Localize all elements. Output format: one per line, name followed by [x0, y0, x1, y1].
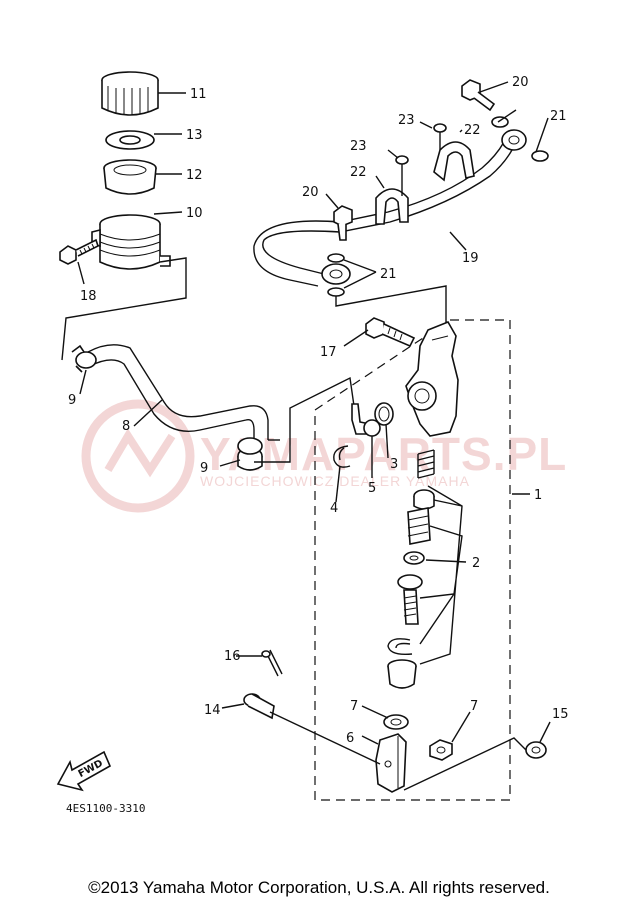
label-3: 3	[390, 457, 398, 472]
watermark: YAMAPARTS.PL WOJCIECHOWICZ DEALER YAMAHA	[81, 399, 566, 513]
label-1: 1	[534, 488, 542, 503]
label-7-left: 7	[350, 699, 358, 714]
label-23-left: 23	[350, 139, 367, 154]
label-9-bottom: 9	[200, 461, 208, 476]
leader-washer-to-clevis	[403, 737, 527, 791]
label-10: 10	[186, 206, 203, 221]
label-19: 19	[462, 251, 479, 266]
label-22-left: 22	[350, 165, 367, 180]
copyright-notice: ©2013 Yamaha Motor Corporation, U.S.A. A…	[88, 878, 550, 897]
label-21-lower: 21	[380, 267, 397, 282]
banjo-fitting-lower	[321, 253, 351, 297]
leader-pin-to-clevis	[269, 711, 381, 765]
hose-8	[87, 344, 269, 446]
fwd-arrow-icon: FWD	[56, 750, 112, 792]
connector-hose-to-cylinder	[335, 285, 447, 330]
label-6: 6	[346, 731, 354, 746]
reservoir-cap	[101, 71, 159, 116]
clamp-9-top	[71, 344, 97, 373]
label-14: 14	[204, 703, 221, 718]
reservoir-tank	[91, 214, 171, 270]
label-16: 16	[224, 649, 241, 664]
screw-23-right	[433, 123, 447, 150]
push-rod	[397, 574, 423, 625]
cotter-pin-16	[261, 649, 283, 677]
label-18: 18	[80, 289, 97, 304]
hose-guide-22-right	[433, 141, 475, 182]
washer-15	[525, 741, 547, 759]
assembly-outline	[314, 319, 511, 801]
label-11: 11	[190, 87, 207, 102]
hose-guide-22-left	[375, 188, 409, 225]
watermark-sub: WOJCIECHOWICZ DEALER YAMAHA	[200, 473, 470, 489]
label-2: 2	[472, 556, 480, 571]
spring	[417, 449, 435, 479]
dust-boot	[387, 659, 417, 689]
label-4: 4	[330, 501, 338, 516]
connector-reservoir-hose	[61, 257, 187, 361]
pin-14	[243, 693, 275, 720]
diaphragm	[103, 159, 157, 195]
leader-1-bracket	[419, 485, 463, 665]
label-20-lower: 20	[302, 185, 319, 200]
clevis-6	[375, 733, 407, 793]
fitting-5	[351, 403, 381, 437]
circlip-4	[333, 445, 351, 468]
washer-2	[403, 551, 425, 565]
label-5: 5	[368, 481, 376, 496]
banjo-fitting-upper	[491, 116, 549, 162]
parts-diagram: .ln { fill: none; stroke: #111; stroke-w…	[56, 71, 569, 815]
o-ring-3	[374, 402, 394, 426]
screw-23-left	[395, 155, 409, 196]
label-20-upper: 20	[512, 75, 529, 90]
master-cylinder-body	[405, 320, 459, 437]
bolt-18	[59, 238, 99, 265]
piston-cup	[413, 489, 435, 510]
label-21-upper: 21	[550, 109, 567, 124]
diaphragm-holder	[105, 130, 155, 150]
label-22-right: 22	[464, 123, 481, 138]
label-9-top: 9	[68, 393, 76, 408]
circlip	[387, 638, 413, 656]
bolt-17	[365, 317, 416, 348]
union-bolt-20-upper	[461, 79, 496, 112]
label-12: 12	[186, 168, 203, 183]
union-bolt-20-lower	[333, 205, 353, 241]
piston	[407, 507, 431, 545]
label-7-right: 7	[470, 699, 478, 714]
label-23-right: 23	[398, 113, 415, 128]
nut-7a	[383, 714, 409, 730]
label-8: 8	[122, 419, 130, 434]
label-15: 15	[552, 707, 569, 722]
reference-code: 4ES1100-3310	[66, 802, 145, 815]
label-17: 17	[320, 345, 337, 360]
nut-7b	[429, 739, 453, 761]
clamp-9-bottom	[237, 437, 263, 471]
label-leaders	[77, 81, 551, 745]
connector-hose-cylinder	[254, 376, 355, 463]
label-13: 13	[186, 128, 203, 143]
